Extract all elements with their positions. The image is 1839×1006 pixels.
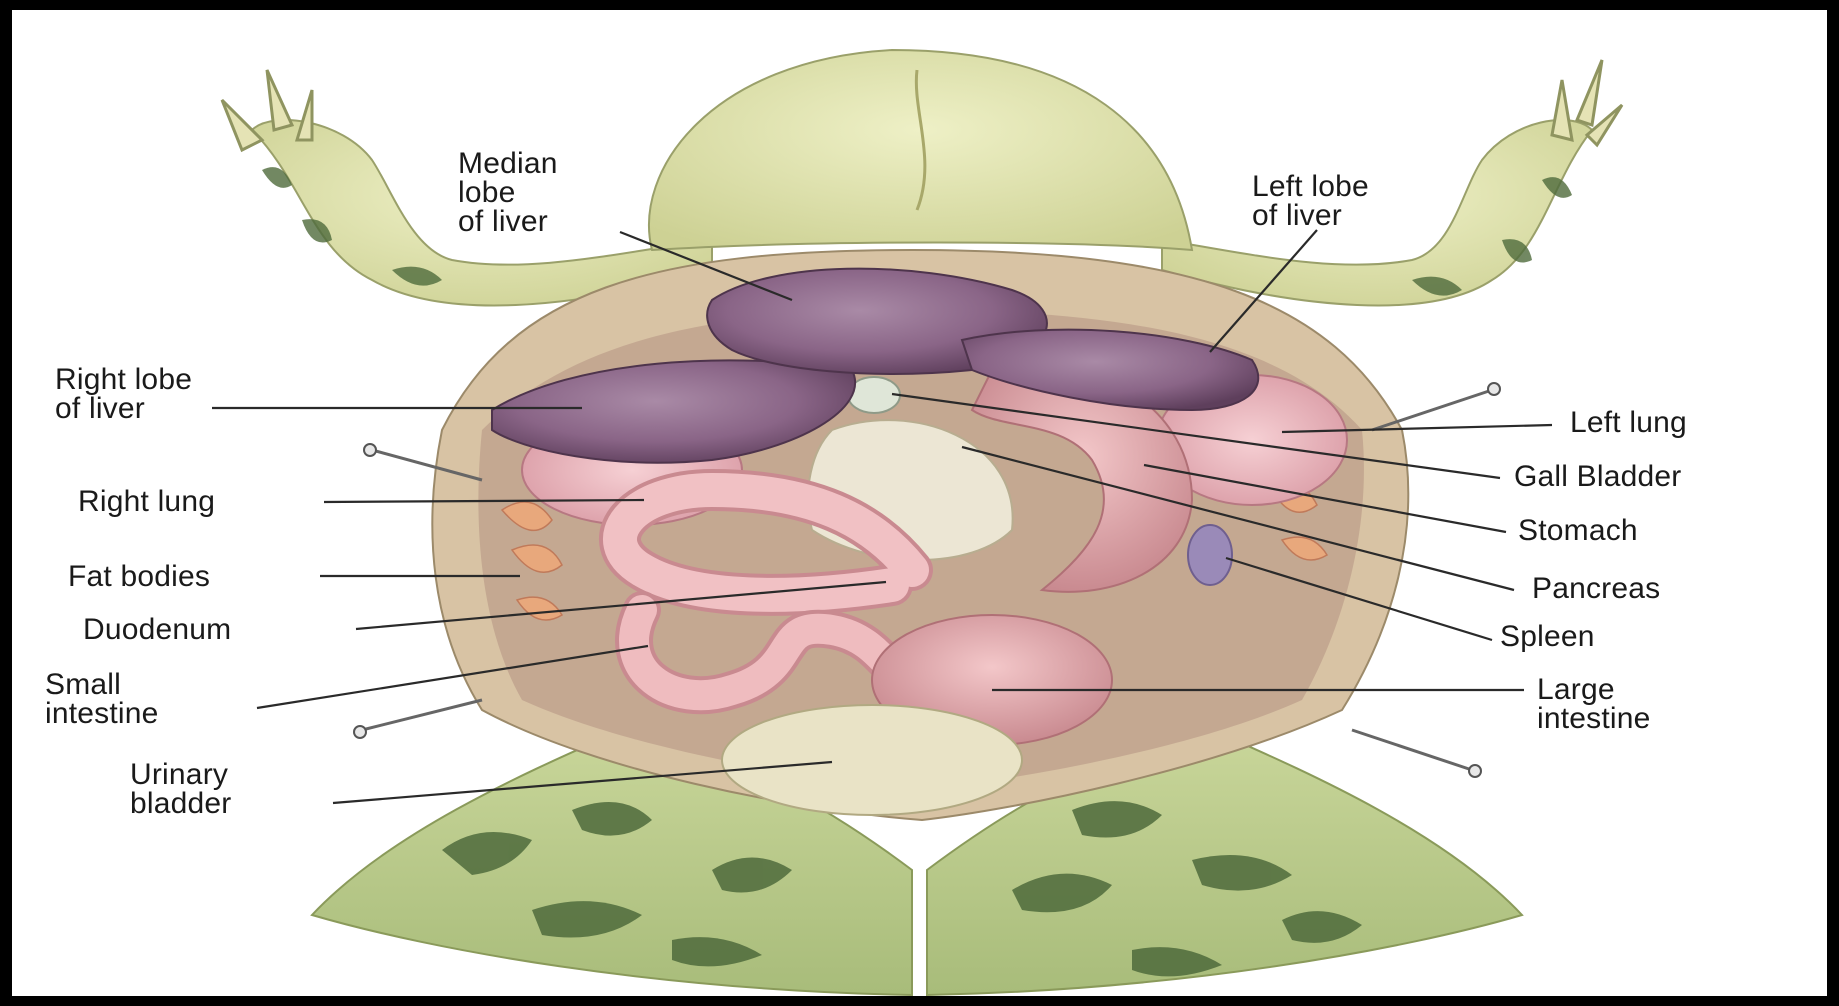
label-left-lobe-liver: Left lobe of liver [1252,172,1369,230]
label-median-lobe-liver: Median lobe of liver [458,149,558,236]
label-pancreas: Pancreas [1532,574,1660,603]
label-small-intestine: Small intestine [45,670,159,728]
label-spleen: Spleen [1500,622,1595,651]
urinary-bladder [722,705,1022,815]
label-large-intestine: Large intestine [1537,675,1651,733]
frog-dissection-illustration [12,10,1827,996]
label-gall-bladder: Gall Bladder [1514,462,1682,491]
label-fat-bodies: Fat bodies [68,562,210,591]
spleen [1188,525,1232,585]
label-urinary-bladder: Urinary bladder [130,760,231,818]
label-right-lung: Right lung [78,487,215,516]
label-right-lobe-liver: Right lobe of liver [55,365,192,423]
diagram-frame: Median lobe of liver Left lobe of liver … [12,10,1827,996]
frog-head [649,50,1192,250]
label-left-lung: Left lung [1570,408,1687,437]
label-duodenum: Duodenum [83,615,231,644]
label-stomach: Stomach [1518,516,1638,545]
